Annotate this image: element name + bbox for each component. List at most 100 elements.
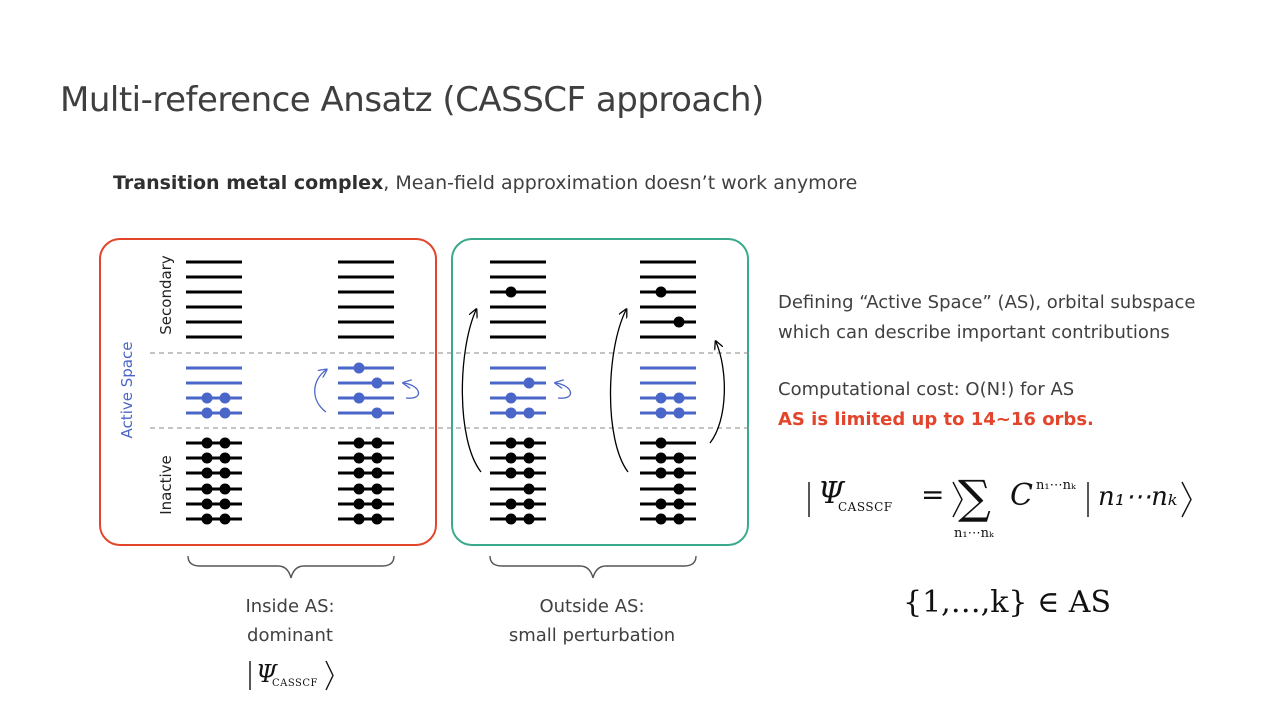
electron xyxy=(353,452,365,464)
electron xyxy=(655,392,667,404)
excitation-arrow-2 xyxy=(609,310,629,473)
electron xyxy=(673,407,685,419)
electron xyxy=(201,407,213,419)
electron xyxy=(505,437,517,449)
electron xyxy=(655,467,667,479)
electron xyxy=(353,437,365,449)
electron xyxy=(505,392,517,404)
eq-active-set: {1,…,k} ∈ AS xyxy=(903,585,1111,620)
electron xyxy=(655,437,667,449)
active-rotation-arrow-1 xyxy=(314,370,326,413)
electron xyxy=(523,377,535,389)
electron xyxy=(219,498,231,510)
electron xyxy=(655,498,667,510)
electron xyxy=(201,392,213,404)
description-line-1: Defining “Active Space” (AS), orbital su… xyxy=(778,292,1196,313)
electron xyxy=(219,467,231,479)
electron xyxy=(673,513,685,525)
inside-brace xyxy=(187,555,395,579)
subtitle: Transition metal complex, Mean-field app… xyxy=(113,172,857,194)
caption-outside-line-2: small perturbation xyxy=(508,625,676,646)
page-title: Multi-reference Ansatz (CASSCF approach) xyxy=(60,80,764,120)
electron xyxy=(523,467,535,479)
caption-outside-line-1: Outside AS: xyxy=(539,596,645,617)
caption-inside-line-1: Inside AS: xyxy=(245,596,335,617)
electron xyxy=(523,437,535,449)
orbital-levels xyxy=(186,260,696,525)
electron xyxy=(219,407,231,419)
electron xyxy=(201,513,213,525)
electron xyxy=(353,467,365,479)
electron xyxy=(523,498,535,510)
outside-as-box xyxy=(451,238,749,546)
electron xyxy=(673,498,685,510)
electron xyxy=(673,316,685,328)
active-rotation-arrow-2 xyxy=(404,383,420,399)
electron xyxy=(371,498,383,510)
inside-as-box xyxy=(99,238,437,546)
eq-sum: ∑ xyxy=(958,470,991,524)
active-rotation-arrow-3 xyxy=(556,383,572,399)
eq-coefficient: C xyxy=(1010,478,1033,513)
electron xyxy=(505,286,517,298)
electron xyxy=(673,392,685,404)
electron xyxy=(371,513,383,525)
electron xyxy=(655,513,667,525)
electron xyxy=(219,513,231,525)
electron xyxy=(523,483,535,495)
electron xyxy=(523,407,535,419)
ket-psi-casscf-bars xyxy=(249,481,1192,691)
caption-outside: Outside AS: small perturbation xyxy=(482,592,702,650)
caption-ket-psi: Ψ xyxy=(256,660,278,688)
electron xyxy=(655,407,667,419)
as-limit-note: AS is limited up to 14~16 orbs. xyxy=(778,409,1094,430)
electron xyxy=(523,452,535,464)
eq-coefficient-superscript: n₁⋯nₖ xyxy=(1036,478,1076,493)
excitation-arrow-1 xyxy=(461,310,482,473)
eq-psi: Ψ xyxy=(818,476,845,511)
computational-cost: Computational cost: O(N!) for AS xyxy=(778,379,1075,400)
subtitle-rest: , Mean-field approximation doesn’t work … xyxy=(383,172,858,194)
electron xyxy=(201,437,213,449)
excitation-arrow-3 xyxy=(709,342,726,444)
caption-inside: Inside AS: dominant xyxy=(200,592,380,650)
label-active-space: Active Space xyxy=(118,342,136,439)
electron xyxy=(673,483,685,495)
electron xyxy=(505,407,517,419)
eq-sum-index: n₁⋯nₖ xyxy=(954,526,994,541)
electron xyxy=(201,498,213,510)
label-secondary: Secondary xyxy=(157,255,175,335)
eq-equals: = xyxy=(921,478,945,511)
electron xyxy=(219,392,231,404)
eq-set: {1,…,k} xyxy=(903,585,1028,620)
electron xyxy=(371,377,383,389)
eq-psi-subscript: CASSCF xyxy=(838,500,893,514)
electron xyxy=(201,452,213,464)
electron xyxy=(655,286,667,298)
eq-in-as: ∈ AS xyxy=(1037,585,1112,620)
electron xyxy=(371,483,383,495)
electron xyxy=(353,392,365,404)
electron xyxy=(353,513,365,525)
electron xyxy=(353,498,365,510)
electron xyxy=(371,467,383,479)
eq-ket-occupation: n₁⋯nₖ xyxy=(1098,482,1178,512)
electron xyxy=(523,513,535,525)
label-inactive: Inactive xyxy=(157,455,175,515)
electron xyxy=(219,483,231,495)
electron xyxy=(201,483,213,495)
subtitle-bold: Transition metal complex xyxy=(113,172,384,194)
electron xyxy=(353,362,365,374)
electron xyxy=(371,452,383,464)
electron xyxy=(353,483,365,495)
electron xyxy=(505,498,517,510)
outside-brace xyxy=(489,555,697,579)
electron xyxy=(505,452,517,464)
caption-ket-subscript: CASSCF xyxy=(272,678,318,689)
electron xyxy=(371,407,383,419)
electron xyxy=(673,452,685,464)
electron xyxy=(505,467,517,479)
electron xyxy=(219,437,231,449)
electron xyxy=(219,452,231,464)
